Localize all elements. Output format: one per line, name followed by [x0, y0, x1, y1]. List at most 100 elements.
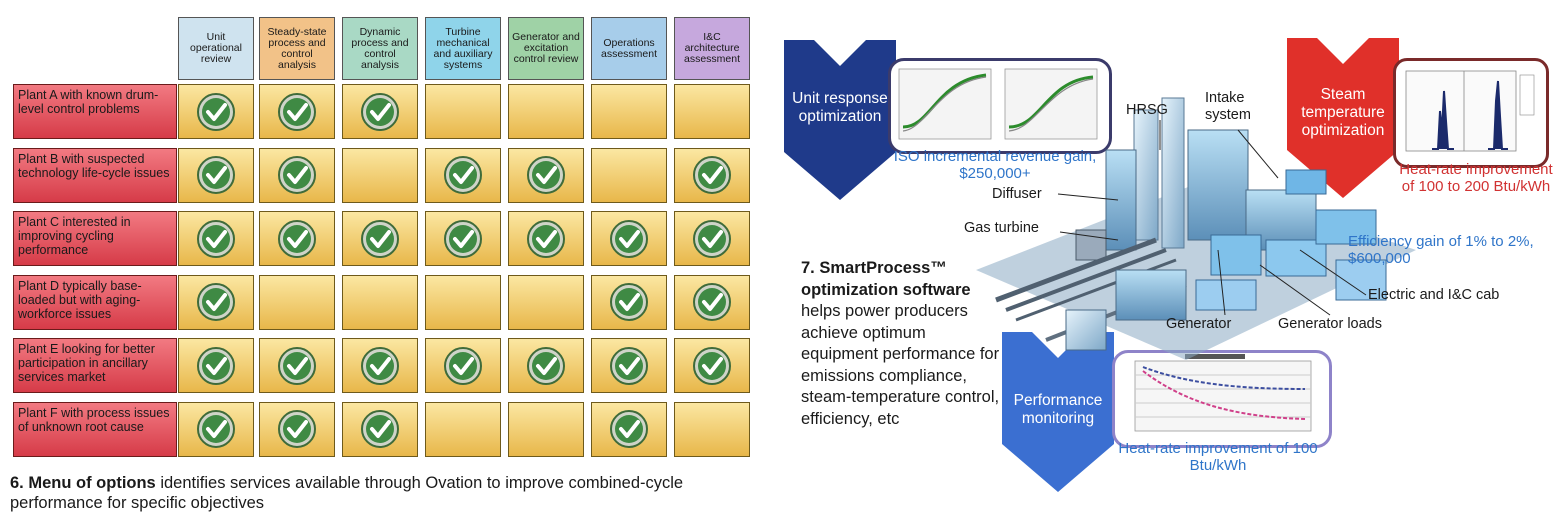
checkmark-icon — [610, 410, 648, 448]
row-label-plant-a: Plant A with known drum-level control pr… — [13, 84, 177, 139]
matrix-cell-empty — [674, 401, 750, 457]
matrix-cell-checked — [259, 147, 335, 203]
result-heat-rate-performance: Heat-rate improvement of 100 Btu/kWh — [1118, 440, 1318, 474]
matrix-cell-empty — [259, 274, 335, 330]
matrix-cell-checked — [259, 338, 335, 393]
result-iso-revenue: ISO incremental revenue gain, $250,000+ — [893, 148, 1097, 182]
steam-temperature-label: Steam temperature optimization — [1301, 86, 1385, 139]
matrix-cell-empty — [508, 84, 584, 139]
column-header-4: Turbine mechanical and auxiliary systems — [425, 17, 501, 80]
matrix-cell-checked — [178, 401, 254, 457]
matrix-cell-checked — [591, 401, 667, 457]
matrix-cell-empty — [674, 84, 750, 139]
checkmark-icon — [610, 219, 648, 258]
result-heat-rate-steam: Heat-rate improvement of 100 to 200 Btu/… — [1399, 161, 1553, 195]
label-hrsg: HRSG — [1126, 102, 1168, 118]
checkmark-icon — [610, 346, 648, 385]
checkmark-icon — [278, 410, 316, 448]
column-header-3: Dynamic process and control analysis — [342, 17, 418, 80]
checkmark-icon — [693, 156, 731, 194]
steam-temperature-chart-panel — [1393, 58, 1549, 168]
label-generator: Generator — [1166, 316, 1232, 332]
matrix-cell-checked — [178, 338, 254, 393]
matrix-cell-empty — [425, 274, 501, 330]
checkmark-icon — [527, 219, 565, 258]
checkmark-icon — [693, 283, 731, 321]
checkmark-icon — [197, 283, 235, 321]
matrix-cell-checked — [178, 84, 254, 139]
matrix-cell-checked — [508, 338, 584, 393]
heat-rate-trend-chart — [1134, 354, 1312, 432]
matrix-cell-empty — [342, 147, 418, 203]
checkmark-icon — [444, 219, 482, 258]
row-label-plant-e: Plant E looking for better participation… — [13, 338, 177, 393]
matrix-cell-empty — [508, 401, 584, 457]
row-label-plant-f: Plant F with process issues of unknown r… — [13, 401, 177, 457]
figure-6-caption: 6. Menu of options identifies services a… — [10, 474, 684, 512]
column-header-2: Steady-state process and control analysi… — [259, 17, 335, 80]
unit-response-chevron — [784, 40, 896, 200]
checkmark-icon — [444, 346, 482, 385]
matrix-cell-checked — [674, 211, 750, 266]
matrix-cell-checked — [178, 211, 254, 266]
matrix-cell-checked — [342, 211, 418, 266]
matrix-cell-checked — [342, 401, 418, 457]
combined-cycle-plant-illustration — [976, 97, 1416, 360]
matrix-cell-checked — [178, 274, 254, 330]
checkmark-icon — [527, 346, 565, 385]
matrix-cell-checked — [674, 147, 750, 203]
row-label-plant-c: Plant C interested in improving cycling … — [13, 211, 177, 266]
matrix-cell-checked — [342, 338, 418, 393]
unit-response-chart-panel — [888, 58, 1112, 154]
response-curve-chart — [898, 68, 1098, 140]
checkmark-icon — [197, 346, 235, 385]
column-header-5: Generator and excitation control review — [508, 17, 584, 80]
row-label-plant-d: Plant D typically base-loaded but with a… — [13, 274, 177, 330]
steam-temperature-chevron — [1287, 38, 1399, 198]
matrix-cell-checked — [425, 211, 501, 266]
matrix-cell-checked — [674, 338, 750, 393]
matrix-cell-checked — [425, 147, 501, 203]
matrix-cell-checked — [508, 147, 584, 203]
unit-response-label: Unit response optimization — [792, 90, 888, 125]
label-generator-loads: Generator loads — [1278, 316, 1382, 332]
heat-rate-histogram — [1405, 70, 1535, 152]
matrix-cell-checked — [259, 84, 335, 139]
matrix-cell-checked — [591, 211, 667, 266]
matrix-cell-empty — [425, 401, 501, 457]
checkmark-icon — [361, 219, 399, 258]
matrix-cell-checked — [178, 147, 254, 203]
checkmark-icon — [527, 156, 565, 194]
matrix-cell-empty — [591, 147, 667, 203]
column-header-1: Unit operational review — [178, 17, 254, 80]
label-electric-cab: Electric and I&C cab — [1368, 287, 1500, 303]
matrix-cell-checked — [425, 338, 501, 393]
checkmark-icon — [278, 92, 316, 131]
matrix-cell-checked — [591, 274, 667, 330]
matrix-cell-checked — [508, 211, 584, 266]
checkmark-icon — [361, 92, 399, 131]
performance-monitoring-chevron — [1002, 332, 1114, 492]
matrix-cell-empty — [342, 274, 418, 330]
checkmark-icon — [197, 156, 235, 194]
matrix-cell-checked — [342, 84, 418, 139]
performance-monitoring-label: Performance monitoring — [1013, 392, 1103, 427]
checkmark-icon — [197, 410, 235, 448]
matrix-cell-empty — [425, 84, 501, 139]
label-diffuser: Diffuser — [992, 186, 1042, 202]
checkmark-icon — [197, 219, 235, 258]
matrix-cell-empty — [591, 84, 667, 139]
checkmark-icon — [278, 219, 316, 258]
label-gas-turbine: Gas turbine — [964, 220, 1039, 236]
matrix-cell-checked — [591, 338, 667, 393]
matrix-cell-checked — [259, 211, 335, 266]
matrix-cell-checked — [674, 274, 750, 330]
matrix-cell-empty — [508, 274, 584, 330]
checkmark-icon — [361, 346, 399, 385]
row-label-plant-b: Plant B with suspected technology life-c… — [13, 147, 177, 203]
checkmark-icon — [444, 156, 482, 194]
checkmark-icon — [610, 283, 648, 321]
performance-chart-panel — [1112, 350, 1332, 448]
column-header-6: Operations assessment — [591, 17, 667, 80]
column-header-7: I&C architecture assessment — [674, 17, 750, 80]
